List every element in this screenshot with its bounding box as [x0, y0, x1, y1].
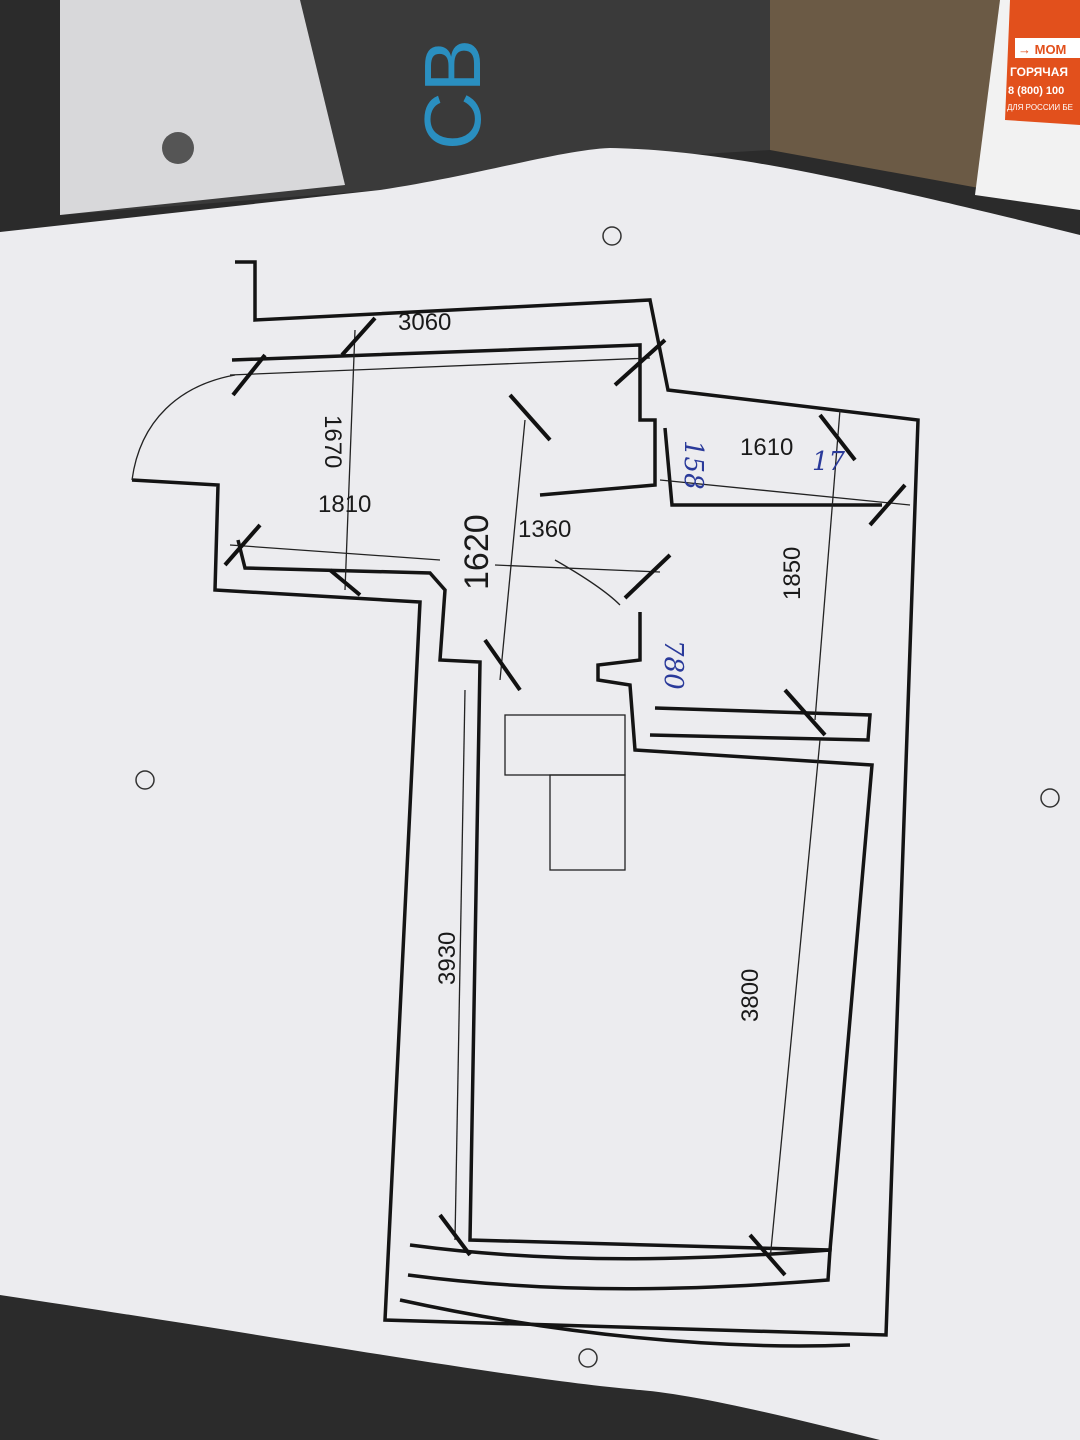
handwritten-note-780: 780: [658, 640, 688, 690]
dim-top-width: 3060: [398, 309, 451, 336]
dim-left-room-height: 1670: [319, 415, 346, 468]
paper-sheet: [0, 148, 1080, 1440]
box-text: СВ: [408, 39, 497, 150]
dim-right-room-width: 1610: [740, 434, 793, 461]
dim-main-room-right: 3800: [737, 969, 764, 1022]
dim-hall-width: 1360: [518, 516, 571, 543]
dim-hall-length: 1620: [458, 514, 496, 590]
dim-main-room-left: 3930: [434, 932, 461, 985]
registration-marks: [135, 226, 1060, 1368]
box-panel: [60, 0, 345, 215]
handwritten-correction: 17: [812, 447, 846, 477]
walls: [131, 260, 920, 1348]
dim-left-room-width: 1810: [318, 491, 371, 518]
sticker-brand: → МОМ: [1018, 42, 1066, 57]
dim-right-room-height: 1850: [779, 547, 806, 600]
box-hole: [162, 132, 194, 164]
sticker-line2: 8 (800) 100: [1008, 85, 1064, 97]
cardboard: [770, 0, 1000, 190]
dimension-lines: [223, 316, 911, 1277]
handwritten-note-158: 158: [678, 440, 708, 490]
sticker-line3: ДЛЯ РОССИИ БЕ: [1007, 103, 1073, 112]
sticker-bottle: → МОМ ГОРЯЧАЯ 8 (800) 100 ДЛЯ РОССИИ БЕ: [975, 0, 1080, 210]
sticker-line1: ГОРЯЧАЯ: [1010, 65, 1068, 79]
